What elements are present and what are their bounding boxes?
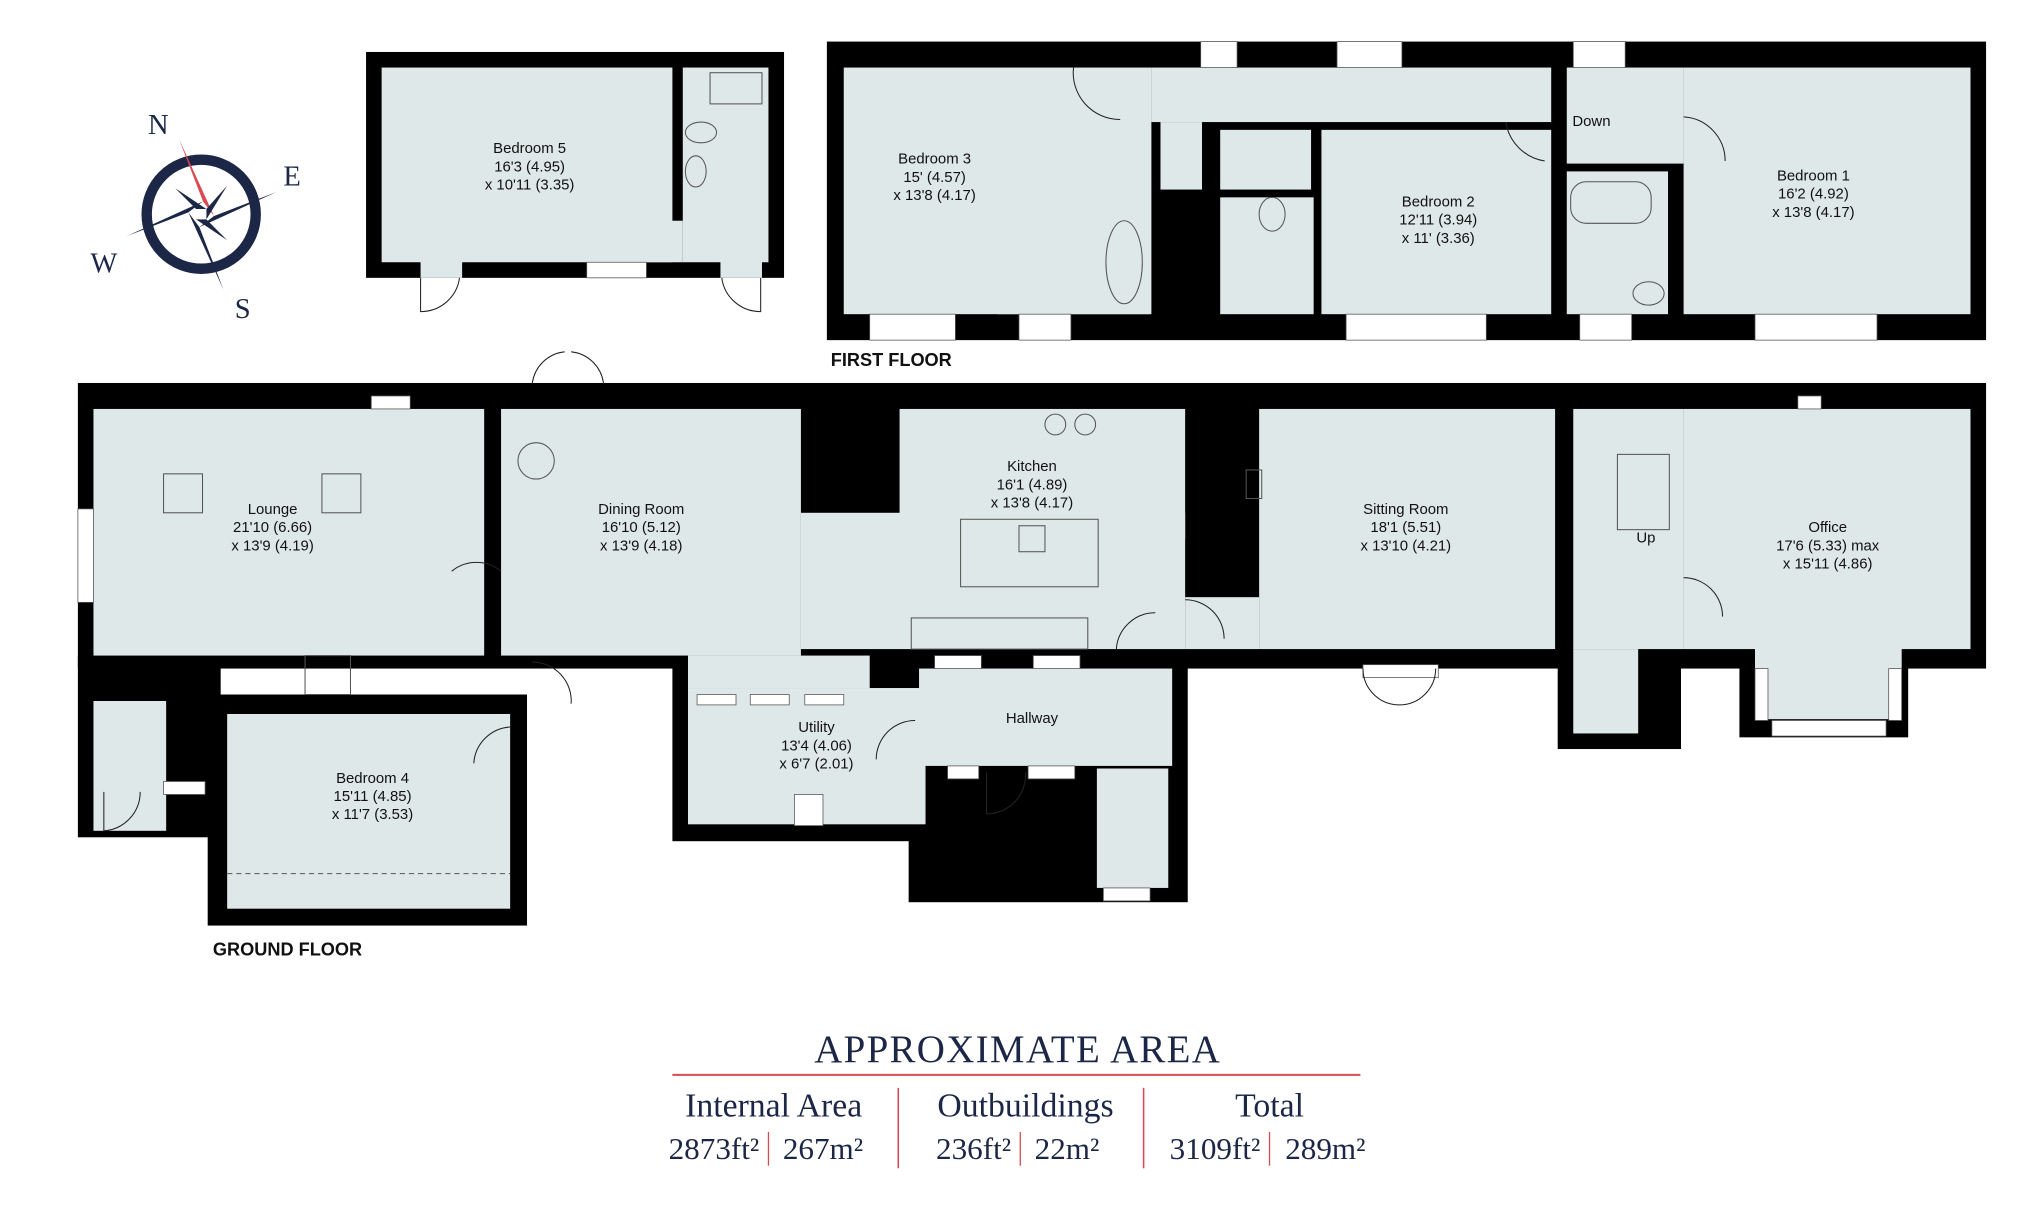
total-label: Total [1235, 1087, 1304, 1124]
stairs-down-label: Down [1572, 113, 1610, 130]
internal-area-label: Internal Area [685, 1087, 862, 1124]
internal-area-ft: 2873ft² [669, 1131, 760, 1166]
compass-n: N [148, 110, 169, 141]
compass-rose-icon: N E S W [90, 110, 300, 325]
outbuildings-m: 22m² [1035, 1131, 1100, 1166]
compass-w: W [90, 249, 117, 280]
approximate-area-panel: APPROXIMATE AREA Internal Area 2873ft² 2… [669, 1028, 1365, 1169]
compass-s: S [235, 294, 251, 325]
area-title: APPROXIMATE AREA [814, 1028, 1221, 1071]
outbuilding [366, 51, 785, 313]
first-floor-plan [826, 41, 1987, 341]
ground-floor-title: GROUND FLOOR [213, 939, 362, 959]
compass-e: E [283, 162, 300, 193]
first-floor-title: FIRST FLOOR [831, 350, 952, 370]
total-ft: 3109ft² [1170, 1131, 1261, 1166]
total-m: 289m² [1285, 1131, 1365, 1166]
outbuildings-ft: 236ft² [936, 1131, 1011, 1166]
hallway-label: Hallway [1006, 710, 1059, 727]
outbuildings-label: Outbuildings [937, 1087, 1113, 1124]
internal-area-m: 267m² [783, 1131, 863, 1166]
ground-floor-plan [77, 351, 1987, 926]
stairs-up-label: Up [1636, 530, 1655, 547]
